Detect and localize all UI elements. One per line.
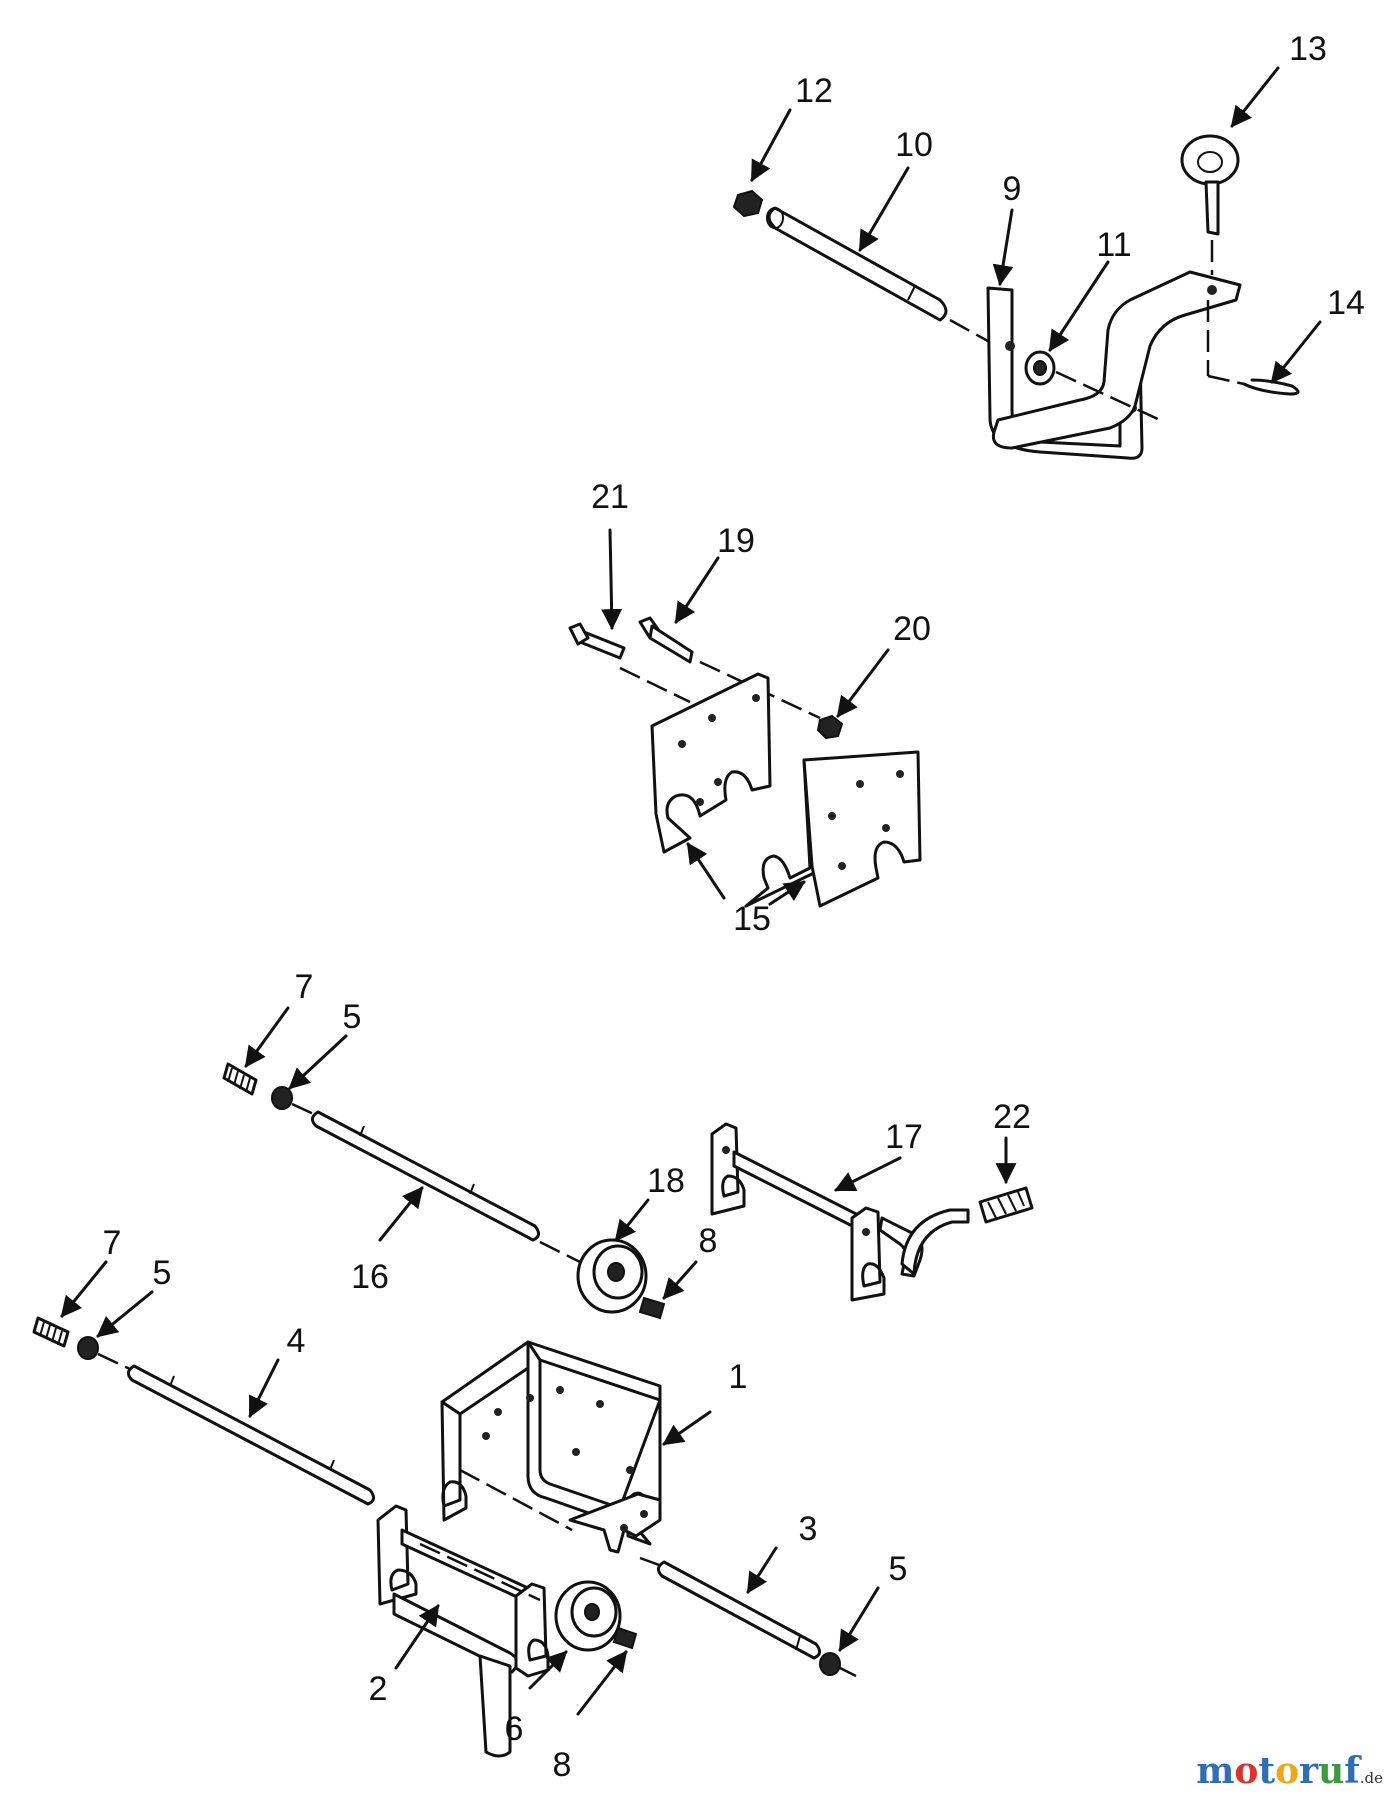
part-19-bolt — [638, 616, 694, 664]
part-6-pulley — [554, 1580, 622, 1652]
part-13-eye-bolt — [1180, 134, 1240, 275]
callout-11: 11 — [1096, 226, 1131, 264]
part-7-set-screw-lower — [32, 1316, 70, 1348]
watermark-letter: u — [1318, 1750, 1345, 1792]
part-5-collar-lower — [77, 1336, 99, 1360]
watermark-letter: m — [1196, 1750, 1235, 1792]
callout-10: 10 — [895, 126, 933, 164]
part-15-plate-upper — [650, 672, 772, 854]
callout-2: 2 — [369, 1670, 388, 1708]
callout-4: 4 — [287, 1322, 306, 1360]
watermark-letter: r — [1299, 1750, 1319, 1792]
part-11-spacer — [1024, 350, 1161, 422]
plate-assembly — [568, 616, 922, 908]
callout-20: 20 — [893, 610, 931, 648]
part-8-set-screw-upper — [638, 1296, 666, 1320]
part-20-nut — [816, 714, 844, 740]
callout-15-left: 15 — [733, 900, 771, 938]
leader-arrows — [60, 66, 1322, 1716]
lever-assembly — [732, 134, 1300, 460]
part-16-shaft — [311, 1110, 540, 1242]
callout-6: 6 — [505, 1710, 524, 1748]
callout-labels: 1 2 3 4 5 5 5 6 7 7 8 8 9 10 11 12 13 14… — [103, 30, 1365, 1784]
callout-7-upper: 7 — [295, 968, 314, 1006]
part-5-collar-upper — [271, 1086, 293, 1110]
part-lever-arm — [991, 270, 1242, 450]
callout-1: 1 — [729, 1358, 748, 1396]
part-18-pulley — [576, 1238, 648, 1314]
part-22-grip — [978, 1186, 1034, 1224]
callout-21: 21 — [591, 478, 629, 516]
callout-8-upper: 8 — [699, 1222, 718, 1260]
callout-5-lower-left: 5 — [153, 1254, 172, 1292]
callout-22: 22 — [993, 1098, 1031, 1136]
part-14-hair-pin — [1206, 300, 1300, 396]
part-15-plate-lower — [744, 750, 922, 908]
callout-14: 14 — [1327, 284, 1365, 322]
watermark-suffix: .de — [1359, 1769, 1383, 1787]
part-3-shaft — [657, 1560, 821, 1660]
part-21-bolt — [568, 622, 626, 660]
watermark-letter: f — [1344, 1750, 1360, 1792]
callout-9: 9 — [1003, 170, 1022, 208]
callout-13: 13 — [1289, 30, 1327, 68]
callout-3: 3 — [799, 1510, 818, 1548]
lower-shaft-group — [32, 1316, 857, 1758]
part-10-shaft — [766, 206, 996, 347]
callout-12: 12 — [795, 72, 833, 110]
part-5-collar-right — [819, 1652, 841, 1676]
upper-shaft-group — [222, 1062, 1034, 1320]
callout-7-lower: 7 — [103, 1224, 122, 1262]
callout-5-lower-right: 5 — [889, 1550, 908, 1588]
callout-5-upper: 5 — [343, 998, 362, 1036]
watermark-letter: t — [1258, 1750, 1276, 1792]
part-7-set-screw-upper — [222, 1062, 258, 1096]
callout-18: 18 — [647, 1162, 685, 1200]
part-8-set-screw-lower — [612, 1626, 638, 1650]
watermark-letter: o — [1234, 1750, 1259, 1792]
callout-17: 17 — [885, 1118, 923, 1156]
callout-19: 19 — [717, 522, 755, 560]
callout-8-lower: 8 — [553, 1746, 572, 1784]
callout-16: 16 — [351, 1258, 389, 1296]
watermark-letter: o — [1275, 1750, 1300, 1792]
part-4-shaft — [127, 1364, 375, 1506]
motoruf-watermark: motoruf.de — [1196, 1750, 1383, 1792]
part-1-main-bracket — [440, 1340, 662, 1554]
part-12-nut — [732, 189, 764, 218]
part-17-bracket — [710, 1122, 970, 1302]
